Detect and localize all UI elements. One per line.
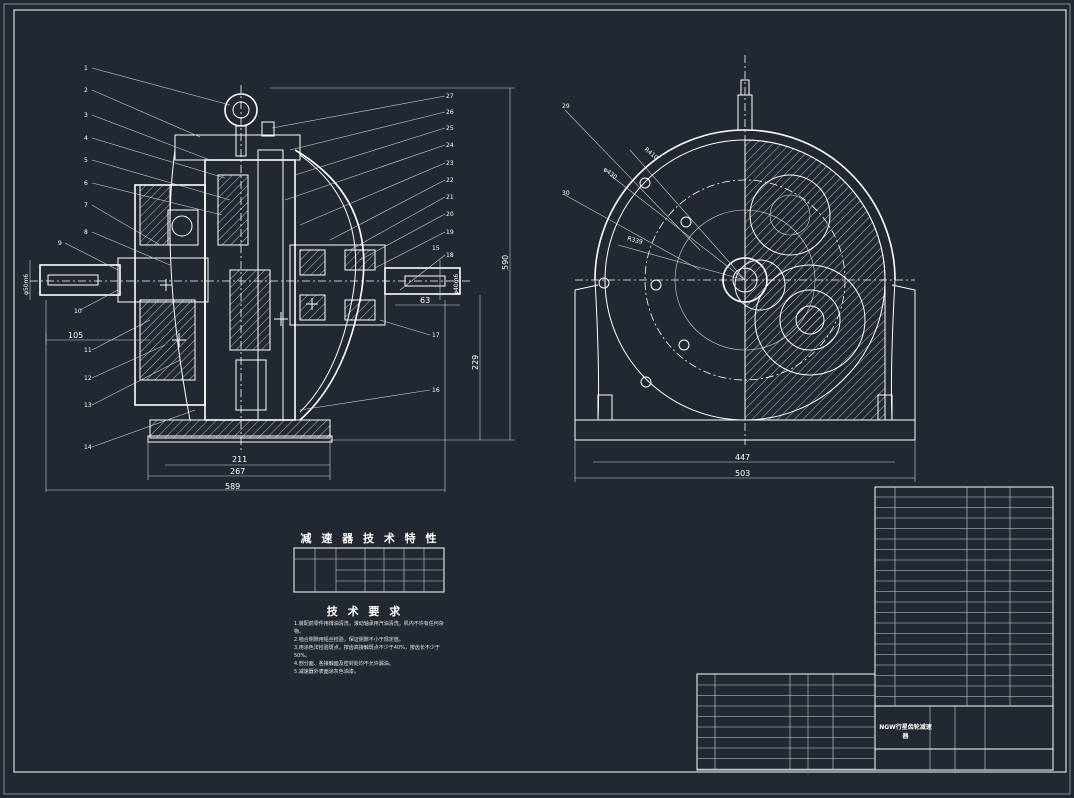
right-leader-labels: 27 26 25 24 23 22 21 20 19 18 17 16 15 [432,93,454,394]
dim-105: 105 [68,331,83,340]
dim-211: 211 [232,455,247,464]
svg-text:20: 20 [446,211,454,218]
svg-text:12: 12 [84,375,92,382]
left-leader-labels: 1 2 3 4 5 6 7 8 9 10 11 12 13 14 [58,65,92,451]
svg-text:18: 18 [446,252,454,259]
svg-text:25: 25 [446,125,454,132]
parts-list [696,486,1054,771]
svg-text:22: 22 [446,177,454,184]
svg-text:14: 14 [84,444,92,451]
svg-text:11: 11 [84,347,92,354]
svg-text:15: 15 [432,245,440,252]
tech-requirements: 1.装配前零件用煤油清洗，滚动轴承用汽油清洗，机内不许有任何杂物。 2.啮合侧隙… [294,620,444,676]
svg-text:2: 2 [84,87,88,94]
svg-text:16: 16 [432,387,440,394]
parts-list-rows [697,496,1053,770]
dim-589: 589 [225,482,240,491]
svg-text:24: 24 [446,142,454,149]
dim-503: 503 [735,469,750,478]
svg-text:4: 4 [84,135,88,142]
svg-text:8: 8 [84,229,88,236]
svg-text:30: 30 [562,190,570,197]
spec-title: 减 速 器 技 术 特 性 [300,532,440,545]
req-line: 1.装配前零件用煤油清洗，滚动轴承用汽油清洗，机内不许有任何杂物。 [294,621,444,635]
dim-shaft-left: φ50m6 [23,274,30,295]
svg-text:6: 6 [84,180,88,187]
req-line: 3.用涂色法检验斑点，按齿高接触斑点不少于40%，按齿长不少于50%。 [294,645,440,659]
svg-text:3: 3 [84,112,88,119]
svg-text:26: 26 [446,109,454,116]
title-block-name: NGW行星齿轮减速器 [879,724,932,740]
svg-text:5: 5 [84,157,88,164]
svg-text:17: 17 [432,332,440,339]
dim-267: 267 [230,467,245,476]
svg-text:9: 9 [58,240,62,247]
svg-text:10: 10 [74,308,82,315]
dim-shaft-right: φ40m6 [453,274,460,295]
svg-text:23: 23 [446,160,454,167]
tech-req-title: 技 术 要 求 [326,605,404,618]
svg-text:29: 29 [562,103,570,110]
dim-590: 590 [501,255,510,270]
svg-text:19: 19 [446,229,454,236]
svg-text:21: 21 [446,194,454,201]
spec-table [293,547,445,593]
svg-text:13: 13 [84,402,92,409]
dim-229: 229 [471,355,480,370]
svg-text:27: 27 [446,93,454,100]
drawing-frame [3,3,1071,795]
req-line: 2.啮合侧隙用铅丝检验，保证侧隙不小于规定值。 [294,637,404,643]
req-line: 5.减速器外表面涂灰色油漆。 [294,669,359,675]
dim-r430: φ430 [602,166,619,181]
dim-63: 63 [420,296,430,305]
inner-frame [13,9,1067,773]
side-view: 447 503 R410 φ430 R339 29 30 [562,55,916,482]
dim-447: 447 [735,453,750,462]
svg-text:7: 7 [84,202,88,209]
req-line: 4.剖分面、各接触面及密封处均不允许漏油。 [294,661,394,667]
dim-r339: R339 [626,235,643,246]
svg-text:1: 1 [84,65,88,72]
front-section-view: 105 211 267 589 63 229 590 φ50m6 φ40m6 1… [23,65,515,492]
